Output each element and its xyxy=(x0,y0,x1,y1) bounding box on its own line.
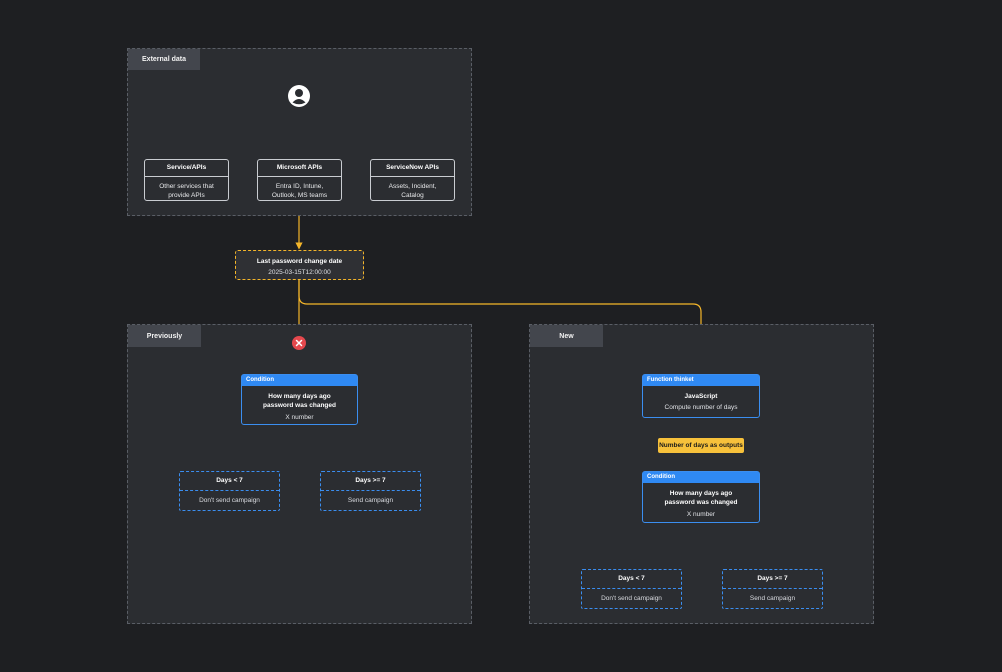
outcome-body: Don't send campaign xyxy=(601,595,662,602)
source-node-service-apis: Service/APIs Other services that provide… xyxy=(144,159,229,201)
new-condition-node: Condition How many days ago password was… xyxy=(642,471,760,523)
new-outcome-days-lt-7: Days < 7 Don't send campaign xyxy=(581,569,682,609)
outcome-body: Send campaign xyxy=(749,595,796,602)
last-password-change-node: Last password change date 2025-03-15T12:… xyxy=(235,250,364,280)
connector-datapoint-to-new xyxy=(298,280,705,374)
previously-condition-node: Condition How many days ago password was… xyxy=(241,374,358,425)
source-node-title: Microsoft APIs xyxy=(258,160,341,177)
function-header: Function thinket xyxy=(643,375,759,386)
data-point-value: 2025-03-15T12:00:00 xyxy=(268,269,331,276)
outcome-title: Days < 7 xyxy=(582,570,681,589)
source-node-body: Other services that provide APIs xyxy=(159,183,214,199)
group-tab-previously: Previously xyxy=(128,325,201,347)
source-node-microsoft-apis: Microsoft APIs Entra ID, Intune, Outlook… xyxy=(257,159,342,201)
outcome-title: Days >= 7 xyxy=(321,472,420,491)
group-tab-new: New xyxy=(530,325,603,347)
new-outcome-days-gte-7: Days >= 7 Send campaign xyxy=(722,569,823,609)
outcome-body: Don't send campaign xyxy=(199,497,260,504)
condition-sub: X number xyxy=(285,414,314,421)
condition-header: Condition xyxy=(643,472,759,483)
outputs-chip: Number of days as outputs xyxy=(658,438,744,453)
source-node-title: Service/APIs xyxy=(145,160,228,177)
outcome-title: Days >= 7 xyxy=(723,570,822,589)
function-title: JavaScript xyxy=(684,393,718,400)
data-point-title: Last password change date xyxy=(256,258,343,265)
blocked-x-icon xyxy=(292,336,306,350)
condition-header: Condition xyxy=(242,375,357,386)
condition-title: How many days ago password was changed xyxy=(664,490,738,506)
group-tab-external-data: External data xyxy=(128,49,200,70)
condition-title: How many days ago password was changed xyxy=(263,393,336,409)
source-node-body: Assets, Incident, Catalog xyxy=(388,183,437,199)
outcome-body: Send campaign xyxy=(347,497,394,504)
function-node: Function thinket JavaScript Compute numb… xyxy=(642,374,760,418)
outcome-title: Days < 7 xyxy=(180,472,279,491)
source-node-body: Entra ID, Intune, Outlook, MS teams xyxy=(271,183,328,199)
previously-outcome-days-lt-7: Days < 7 Don't send campaign xyxy=(179,471,280,511)
source-node-title: ServiceNow APIs xyxy=(371,160,454,177)
user-icon xyxy=(288,85,310,107)
condition-sub: X number xyxy=(686,511,716,518)
function-sub: Compute number of days xyxy=(664,404,738,411)
source-node-servicenow-apis: ServiceNow APIs Assets, Incident, Catalo… xyxy=(370,159,455,201)
previously-outcome-days-gte-7: Days >= 7 Send campaign xyxy=(320,471,421,511)
